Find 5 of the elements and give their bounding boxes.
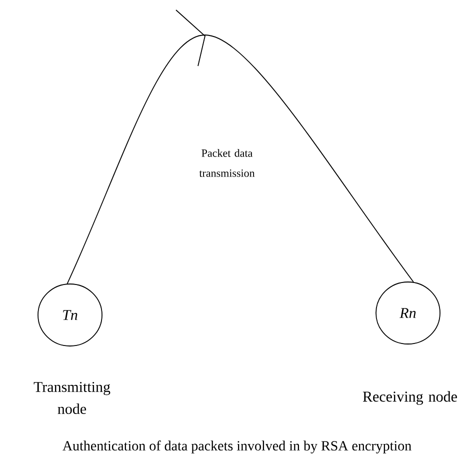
caption: Authentication of data packets involved in by RSA encryption <box>62 440 412 454</box>
connector-curve <box>66 34 414 284</box>
edge-label: Packet data transmission <box>199 149 255 177</box>
node-label: Transmitting node <box>34 382 110 414</box>
node-label: Receiving node <box>362 391 457 405</box>
